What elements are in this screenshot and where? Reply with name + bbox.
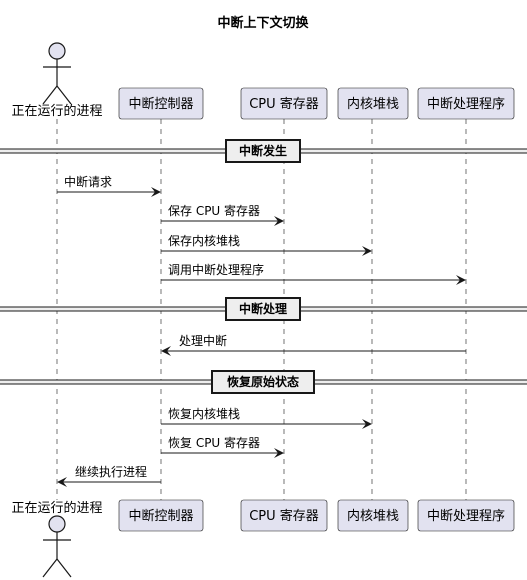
message-4: 处理中断	[161, 333, 466, 356]
divider-box	[225, 139, 301, 163]
participant-label: 中断控制器	[128, 97, 193, 112]
participant-p3-bottom: 内核堆栈	[337, 499, 409, 532]
participant-label: CPU 寄存器	[249, 508, 319, 524]
message-label: 恢复内核堆栈	[168, 406, 240, 421]
actor-head-icon	[48, 42, 66, 60]
divider-1: 中断处理	[0, 297, 527, 321]
divider-2: 恢复原始状态	[0, 370, 527, 394]
diagram-title: 中断上下文切换	[217, 15, 309, 31]
participant-p1-top: 中断控制器	[118, 87, 204, 120]
participant-label: CPU 寄存器	[249, 96, 319, 112]
participant-box	[337, 87, 409, 120]
participant-label: 中断处理程序	[427, 509, 505, 524]
message-label: 继续执行进程	[75, 464, 147, 479]
actor-label: 正在运行的进程	[11, 103, 102, 119]
message-label: 恢复 CPU 寄存器	[168, 435, 260, 450]
participant-box	[118, 499, 204, 532]
message-2: 保存内核堆栈	[161, 233, 372, 256]
actor-right-leg	[56, 85, 72, 105]
message-1: 保存 CPU 寄存器	[161, 203, 284, 226]
actor-left-leg	[42, 558, 58, 578]
divider-label: 中断处理	[239, 301, 287, 316]
participant-label: 内核堆栈	[347, 508, 399, 524]
participant-box	[417, 499, 515, 532]
participant-label: 中断控制器	[128, 509, 193, 524]
participant-label: 内核堆栈	[347, 96, 399, 112]
participant-box	[240, 87, 328, 120]
divider-box	[225, 297, 301, 321]
actor-top: 正在运行的进程	[11, 42, 103, 119]
message-3: 调用中断处理程序	[161, 262, 466, 285]
message-label: 保存 CPU 寄存器	[168, 203, 260, 218]
divider-0: 中断发生	[0, 139, 527, 163]
participant-box	[337, 499, 409, 532]
participant-p4-top: 中断处理程序	[417, 87, 515, 120]
message-7: 继续执行进程	[57, 464, 161, 487]
divider-label: 中断发生	[239, 143, 287, 158]
message-label: 保存内核堆栈	[168, 233, 240, 248]
participant-p3-top: 内核堆栈	[337, 87, 409, 120]
message-0: 中断请求	[57, 174, 161, 197]
participant-p2-top: CPU 寄存器	[240, 87, 328, 120]
participant-box	[240, 499, 328, 532]
actor-left-leg	[42, 85, 58, 105]
actor-label: 正在运行的进程	[11, 500, 102, 516]
participant-p4-bottom: 中断处理程序	[417, 499, 515, 532]
participant-p2-bottom: CPU 寄存器	[240, 499, 328, 532]
message-5: 恢复内核堆栈	[161, 406, 372, 429]
message-label: 处理中断	[179, 333, 227, 348]
message-label: 调用中断处理程序	[168, 262, 264, 277]
divider-label: 恢复原始状态	[227, 374, 299, 389]
participants-top: 正在运行的进程 中断控制器 CPU 寄存器 内核堆栈 中断处理程序	[11, 42, 515, 120]
message-label: 中断请求	[64, 174, 112, 189]
participant-box	[118, 87, 204, 120]
divider-box	[211, 370, 315, 394]
message-6: 恢复 CPU 寄存器	[161, 435, 284, 458]
participant-label: 中断处理程序	[427, 97, 505, 112]
actor-bottom: 正在运行的进程	[11, 500, 103, 578]
participant-box	[417, 87, 515, 120]
participant-p1-bottom: 中断控制器	[118, 499, 204, 532]
actor-head-icon	[48, 515, 66, 533]
actor-right-leg	[56, 558, 72, 578]
